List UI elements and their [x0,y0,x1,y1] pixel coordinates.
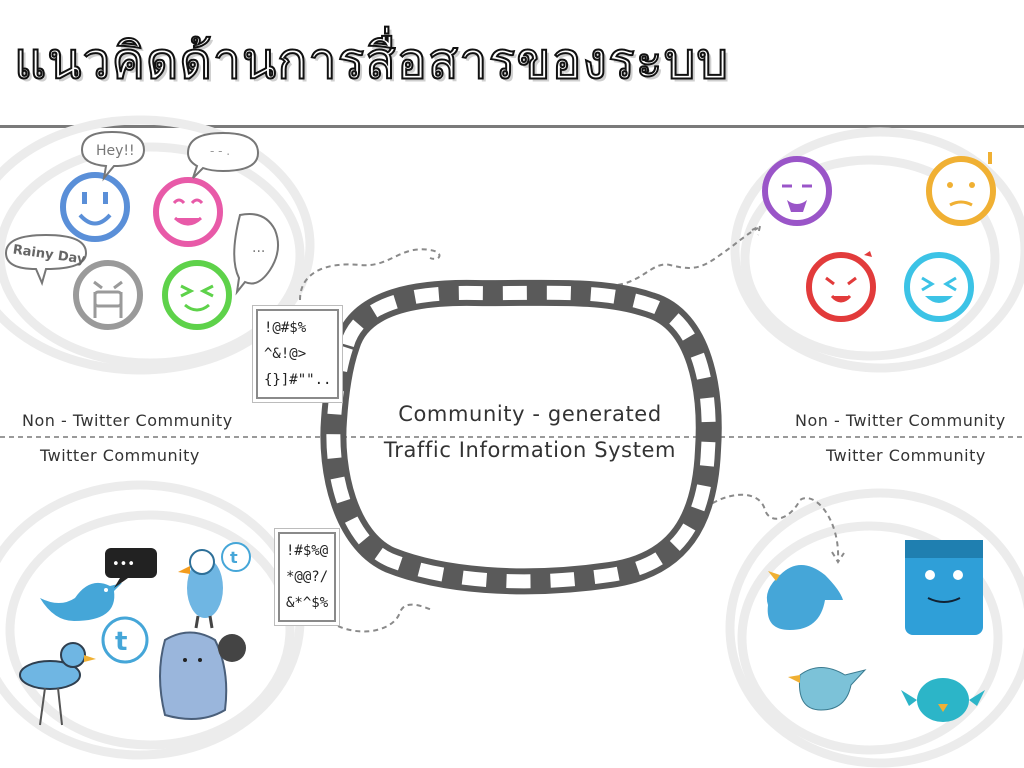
twitter-t-bubble-small: t [221,542,251,572]
smiley-orange-worried [926,152,996,226]
central-track [320,279,722,595]
symbol-line: &*^$% [286,595,329,611]
symbol-line: !#$%@ [286,543,329,559]
smiley-green-wink [162,260,232,330]
symbol-line: !@#$% [264,320,307,336]
center-title-line2: Traffic Information System [383,438,677,462]
label-left-twitter: Twitter Community [40,446,200,465]
connector-arrowhead-top-right [751,224,762,236]
slide-title: แนวคิดด้านการสื่อสารของระบบ [13,31,730,91]
smiley-gray-crying [73,260,143,330]
bubble-dots [233,213,280,296]
connector-top-left [299,248,441,301]
connector-arrowhead-bottom-right [831,551,845,564]
symbols-box-bottom: !#$%@ *@@?/ &*^$% [278,532,337,622]
bubble-hey-text: Hey!! [96,143,135,159]
smiley-cyan-laughing [904,252,974,322]
label-right-non-twitter: Non - Twitter Community [795,411,1006,430]
bird-cyan-winged [901,678,985,722]
bubble-dash-text: - - . [210,144,230,158]
label-left-non-twitter: Non - Twitter Community [22,411,233,430]
connector-bottom-right [704,493,840,561]
twitter-t-bubble-large: t [101,616,149,664]
bird-blue-flying [40,582,122,621]
smiley-blue-happy [60,172,130,242]
svg-text:t: t [115,627,127,657]
symbol-line: ^&!@> [264,346,307,362]
bird-long-legs [19,642,96,726]
connector-top-right [599,227,759,287]
label-right-twitter: Twitter Community [826,446,986,465]
symbol-line: {}]#"".. [264,372,332,388]
speech-bubble-dark: ••• [105,548,157,588]
bubble-hey [80,130,146,182]
symbol-line: *@@?/ [286,569,329,585]
smiley-pink-blush [153,177,223,247]
title-divider [0,125,1024,128]
smiley-red-tongue [806,251,876,322]
monster-blue [905,540,983,635]
center-title-line1: Community - generated [398,402,662,426]
svg-text:t: t [230,548,238,567]
bubble-dash [186,131,260,179]
smiley-purple-sleepy [762,156,832,226]
bird-blue-round [766,565,843,630]
bubble-dots-text: ... [252,240,265,256]
speech-bubbles-left [4,130,280,296]
symbols-box-top: !@#$% ^&!@> {}]#"".. [256,309,340,399]
connector-bottom-left [329,603,433,633]
bird-standing-blue [178,549,223,629]
bird-tall-gray [159,631,246,720]
scribble-backgrounds [0,115,1024,768]
connector-lines [299,224,845,633]
bubble-rainy [4,233,88,286]
bird-teal-small [788,667,867,711]
bubble-bird-dots-text: ••• [112,557,135,572]
